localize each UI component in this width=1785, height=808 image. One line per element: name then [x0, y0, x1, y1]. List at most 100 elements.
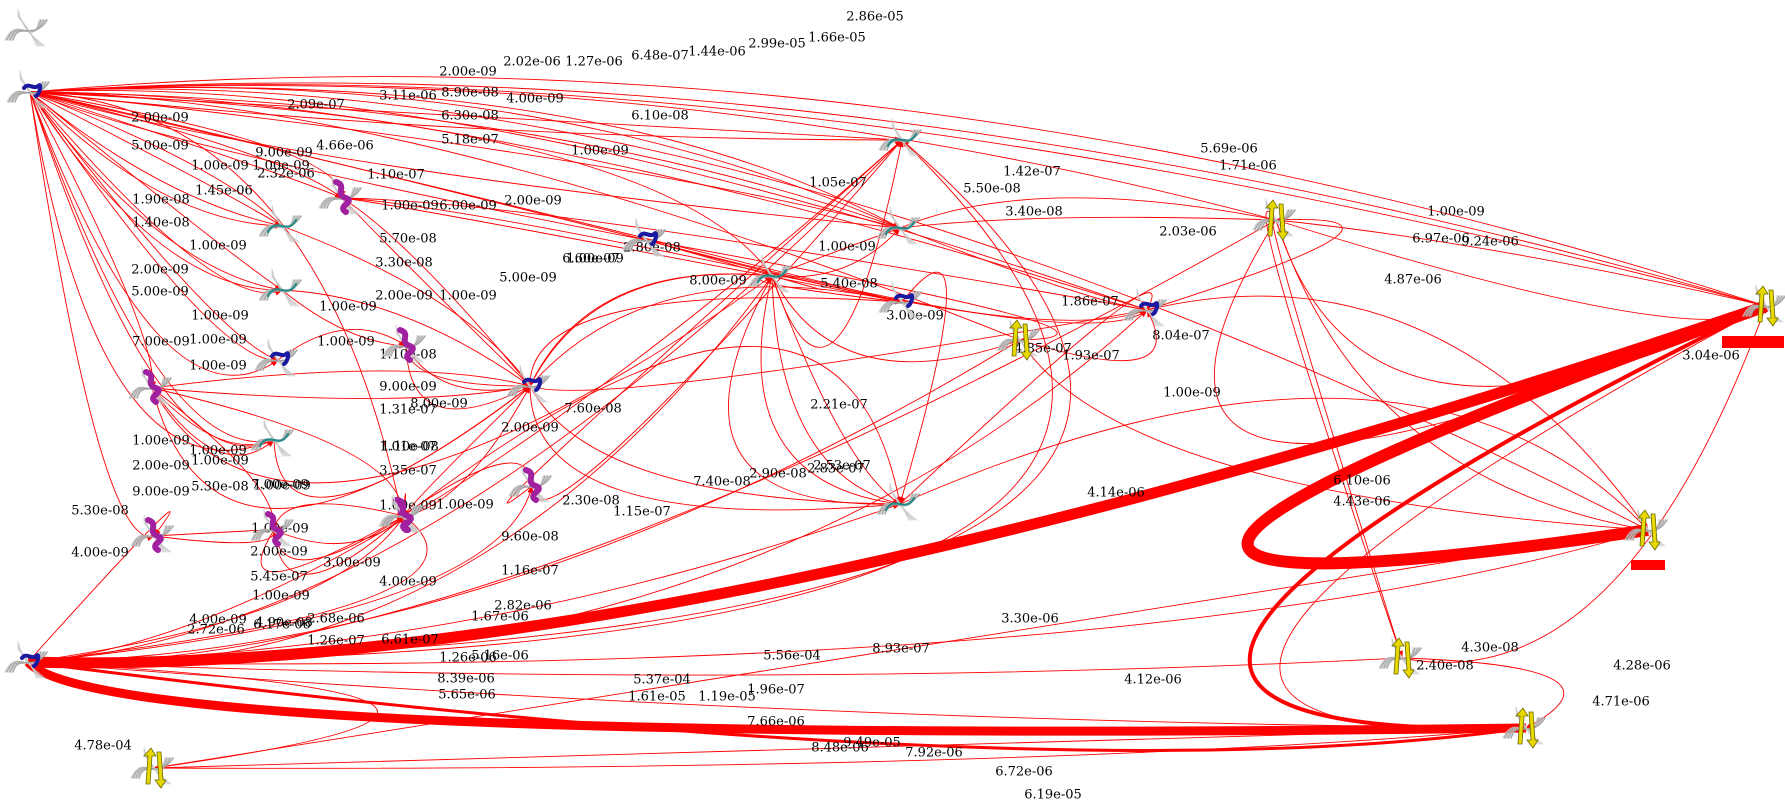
edge-flux-label: 5.30e-08 [191, 480, 249, 495]
edge-flux-label: 1.44e-06 [688, 45, 746, 60]
flux-edge [29, 91, 283, 228]
flux-edge [29, 91, 903, 143]
beta-hairpin-icon [1742, 284, 1785, 327]
flux-edge [281, 289, 407, 349]
protein-helix-icon [380, 494, 424, 533]
edge-flux-label: 2.00e-09 [375, 289, 433, 304]
edge-flux-label: 1.00e-09 [1427, 205, 1485, 220]
beta-hairpin-icon [130, 746, 174, 789]
beta-hairpin-icon [1252, 198, 1296, 241]
edge-flux-label: 3.04e-06 [1682, 349, 1740, 364]
edge-flux-label: 3.40e-08 [1005, 205, 1063, 220]
flux-edge [529, 272, 773, 387]
flux-edge [273, 503, 405, 531]
flux-edge [29, 91, 343, 199]
flux-edge [899, 197, 1277, 229]
protein-helix-icon [506, 364, 550, 403]
flux-edge [29, 86, 901, 229]
edge-flux-label: 5.40e-08 [820, 277, 878, 292]
flux-edge [281, 225, 531, 387]
edge-flux-label: 2.83e-07 [807, 462, 865, 477]
flux-endcap [1722, 336, 1784, 348]
edge-flux-label: 4.00e-09 [379, 575, 437, 590]
edge-flux-label: 5.00e-09 [131, 139, 189, 154]
edge-flux-label: 1.67e-06 [471, 610, 529, 625]
flux-edge [771, 275, 901, 505]
edge-flux-label: 4.90e-08 [255, 616, 313, 631]
edge-label-layer: 2.86e-051.66e-052.99e-051.44e-066.48e-07… [71, 10, 1740, 803]
protein-helix-icon [878, 280, 922, 319]
flux-edge [29, 91, 283, 227]
edge-flux-label: 1.40e-08 [132, 216, 190, 231]
edge-flux-label: 2.99e-05 [748, 37, 806, 52]
flux-edge [27, 661, 1527, 731]
flux-edge [1275, 219, 1767, 320]
flux-edge [29, 90, 1148, 311]
flux-edge [645, 239, 1058, 343]
flux-edge [260, 515, 405, 573]
edge-flux-label: 3.30e-06 [1001, 612, 1059, 627]
flux-edge [29, 84, 1767, 308]
edge-flux-label: 1.00e-09 [191, 454, 249, 469]
flux-edge [899, 216, 1277, 229]
flux-edge [1019, 339, 1649, 533]
edge-flux-label: 1.00e-09 [439, 289, 497, 304]
flux-edge [1275, 219, 1649, 532]
flux-edge [529, 308, 1148, 391]
flux-edge [531, 139, 903, 501]
protein-helix-icon [250, 508, 294, 547]
edge-flux-label: 2.00e-09 [131, 111, 189, 126]
edge-flux-label: 1.00e-09 [252, 159, 310, 174]
flux-edge [27, 139, 1071, 663]
flux-edge [771, 275, 901, 506]
edge-flux-label: 7.66e-06 [747, 715, 805, 730]
edge-flux-label: 6.61e-07 [381, 633, 439, 648]
flux-edge [29, 91, 647, 242]
flux-edge [27, 139, 1053, 663]
flux-edge [27, 660, 1527, 752]
edge-flux-label: 9.00e-09 [132, 485, 190, 500]
flux-edge [29, 91, 901, 230]
flux-edge [1401, 305, 1767, 663]
edge-flux-label: 5.30e-08 [71, 504, 129, 519]
flux-edge [405, 345, 531, 410]
edge-flux-label: 6.17e-06 [253, 618, 311, 633]
flux-endcap [1631, 560, 1665, 570]
flux-edge [1401, 657, 1565, 729]
edge-layer [24, 76, 1784, 770]
edge-flux-label: 1.01e-07 [379, 440, 437, 455]
edge-flux-label: 2.32e-06 [257, 167, 315, 182]
edge-flux-label: 1.00e-09 [189, 239, 247, 254]
edge-flux-label: 1.26e-07 [307, 634, 365, 649]
flux-edge [29, 91, 773, 277]
flux-edge [153, 528, 1649, 769]
flux-edge [151, 387, 275, 456]
flux-edge [29, 91, 343, 199]
flux-edge [1247, 304, 1767, 731]
flux-edge [29, 91, 283, 227]
flux-edge [24, 658, 1527, 736]
protein-helix-icon [508, 464, 552, 503]
edge-flux-label: 7.00e-09 [132, 335, 190, 350]
flux-edge [1146, 295, 1649, 531]
edge-flux-label: 1.93e-07 [1062, 349, 1120, 364]
edge-flux-label: 1.00e-09 [381, 199, 439, 214]
edge-flux-label: 4.00e-09 [71, 546, 129, 561]
edge-flux-label: 5.50e-08 [963, 182, 1021, 197]
edge-flux-label: 4.12e-06 [1124, 673, 1182, 688]
edge-flux-label: 5.45e-07 [250, 570, 308, 585]
edge-flux-label: 4.87e-06 [1384, 273, 1442, 288]
edge-flux-label: 2.03e-06 [1159, 225, 1217, 240]
edge-flux-label: 1.10e-08 [381, 440, 439, 455]
edge-flux-label: 3.11e-06 [379, 89, 437, 104]
edge-flux-label: 4.66e-06 [316, 139, 374, 154]
edge-flux-label: 6.30e-08 [441, 109, 499, 124]
protein-coil-icon [748, 254, 792, 293]
protein-coil-icon [250, 418, 294, 457]
edge-flux-label: 8.48e-06 [811, 741, 869, 756]
flux-edge [899, 271, 947, 505]
flux-edge [27, 503, 901, 663]
edge-flux-label: 1.16e-07 [501, 564, 559, 579]
edge-flux-label: 1.90e-08 [132, 193, 190, 208]
